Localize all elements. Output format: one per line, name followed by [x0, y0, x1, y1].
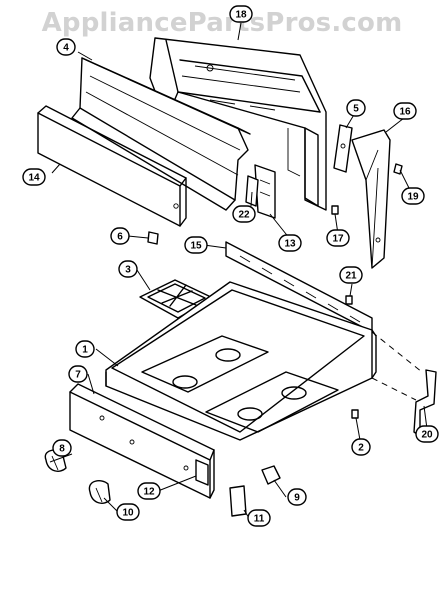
callout-22: 22 [232, 205, 256, 223]
callout-12: 12 [137, 482, 161, 500]
callout-number: 2 [358, 443, 364, 454]
part-clip [333, 124, 353, 173]
callout-number: 17 [332, 234, 344, 245]
callout-badge [68, 365, 88, 383]
callout-2: 2 [351, 438, 371, 456]
callout-badge [401, 187, 425, 205]
callout-badge [56, 38, 76, 56]
callout-number: 4 [63, 43, 69, 54]
callout-badge [52, 439, 72, 457]
callout-1: 1 [75, 340, 95, 358]
callout-9: 9 [287, 488, 307, 506]
callout-badge [184, 236, 208, 254]
callout-number: 20 [421, 430, 433, 441]
callout-badge [116, 503, 140, 521]
part-backguard [71, 57, 251, 211]
part-manifold-panel [69, 383, 215, 499]
callout-16: 16 [393, 102, 417, 120]
callout-7: 7 [68, 365, 88, 383]
callout-badge [278, 234, 302, 252]
callout-number: 13 [284, 239, 296, 250]
callout-badge [229, 5, 253, 23]
callout-4: 4 [56, 38, 76, 56]
callout-number: 12 [143, 487, 155, 498]
callout-badge [22, 168, 46, 186]
leader-lines [49, 22, 428, 519]
callout-number: 11 [254, 514, 265, 525]
part-small-clip [147, 231, 159, 245]
part-igniter [261, 465, 281, 485]
callout-10: 10 [116, 503, 140, 521]
callout-number: 10 [122, 508, 134, 519]
callout-14: 14 [22, 168, 46, 186]
callout-number: 3 [125, 265, 131, 276]
callout-number: 8 [59, 444, 65, 455]
callout-badge [232, 205, 256, 223]
callout-number: 1 [82, 345, 88, 356]
callout-5: 5 [346, 99, 366, 117]
callout-6: 6 [110, 227, 130, 245]
callout-18: 18 [229, 5, 253, 23]
callout-number: 21 [345, 271, 357, 282]
callout-badge [287, 488, 307, 506]
callout-badge [415, 425, 439, 443]
callout-badge [137, 482, 161, 500]
callout-number: 5 [353, 104, 359, 115]
callout-number: 18 [235, 10, 247, 21]
callout-17: 17 [326, 229, 350, 247]
callout-21: 21 [339, 266, 363, 284]
callout-20: 20 [415, 425, 439, 443]
part-front-panel [37, 105, 187, 227]
callout-badge [75, 340, 95, 358]
callout-badge [393, 102, 417, 120]
callout-number: 14 [28, 173, 40, 184]
callout-badge [326, 229, 350, 247]
callout-badge [346, 99, 366, 117]
callout-number: 9 [294, 493, 300, 504]
callout-number: 16 [399, 107, 411, 118]
part-side-trim [351, 129, 391, 269]
assembly-dashed-lines [371, 331, 423, 401]
part-side-bracket [245, 164, 276, 219]
callout-badge [339, 266, 363, 284]
callout-number: 15 [190, 241, 202, 252]
callout-badge [110, 227, 130, 245]
part-knob-right [88, 480, 111, 504]
callout-number: 19 [407, 192, 419, 203]
callout-number: 6 [117, 232, 123, 243]
callout-number: 7 [75, 370, 81, 381]
watermark-text: AppliancePartsPros.com [41, 8, 403, 38]
callout-3: 3 [118, 260, 138, 278]
callout-13: 13 [278, 234, 302, 252]
callout-badge [351, 438, 371, 456]
callout-badge [247, 509, 271, 527]
callout-19: 19 [401, 187, 425, 205]
part-spark-module [229, 485, 247, 517]
callout-11: 11 [247, 509, 271, 527]
callout-15: 15 [184, 236, 208, 254]
part-cooktop [105, 281, 377, 441]
part-screws [331, 163, 403, 419]
callout-badge [118, 260, 138, 278]
callout-number: 22 [238, 210, 250, 221]
callout-8: 8 [52, 439, 72, 457]
